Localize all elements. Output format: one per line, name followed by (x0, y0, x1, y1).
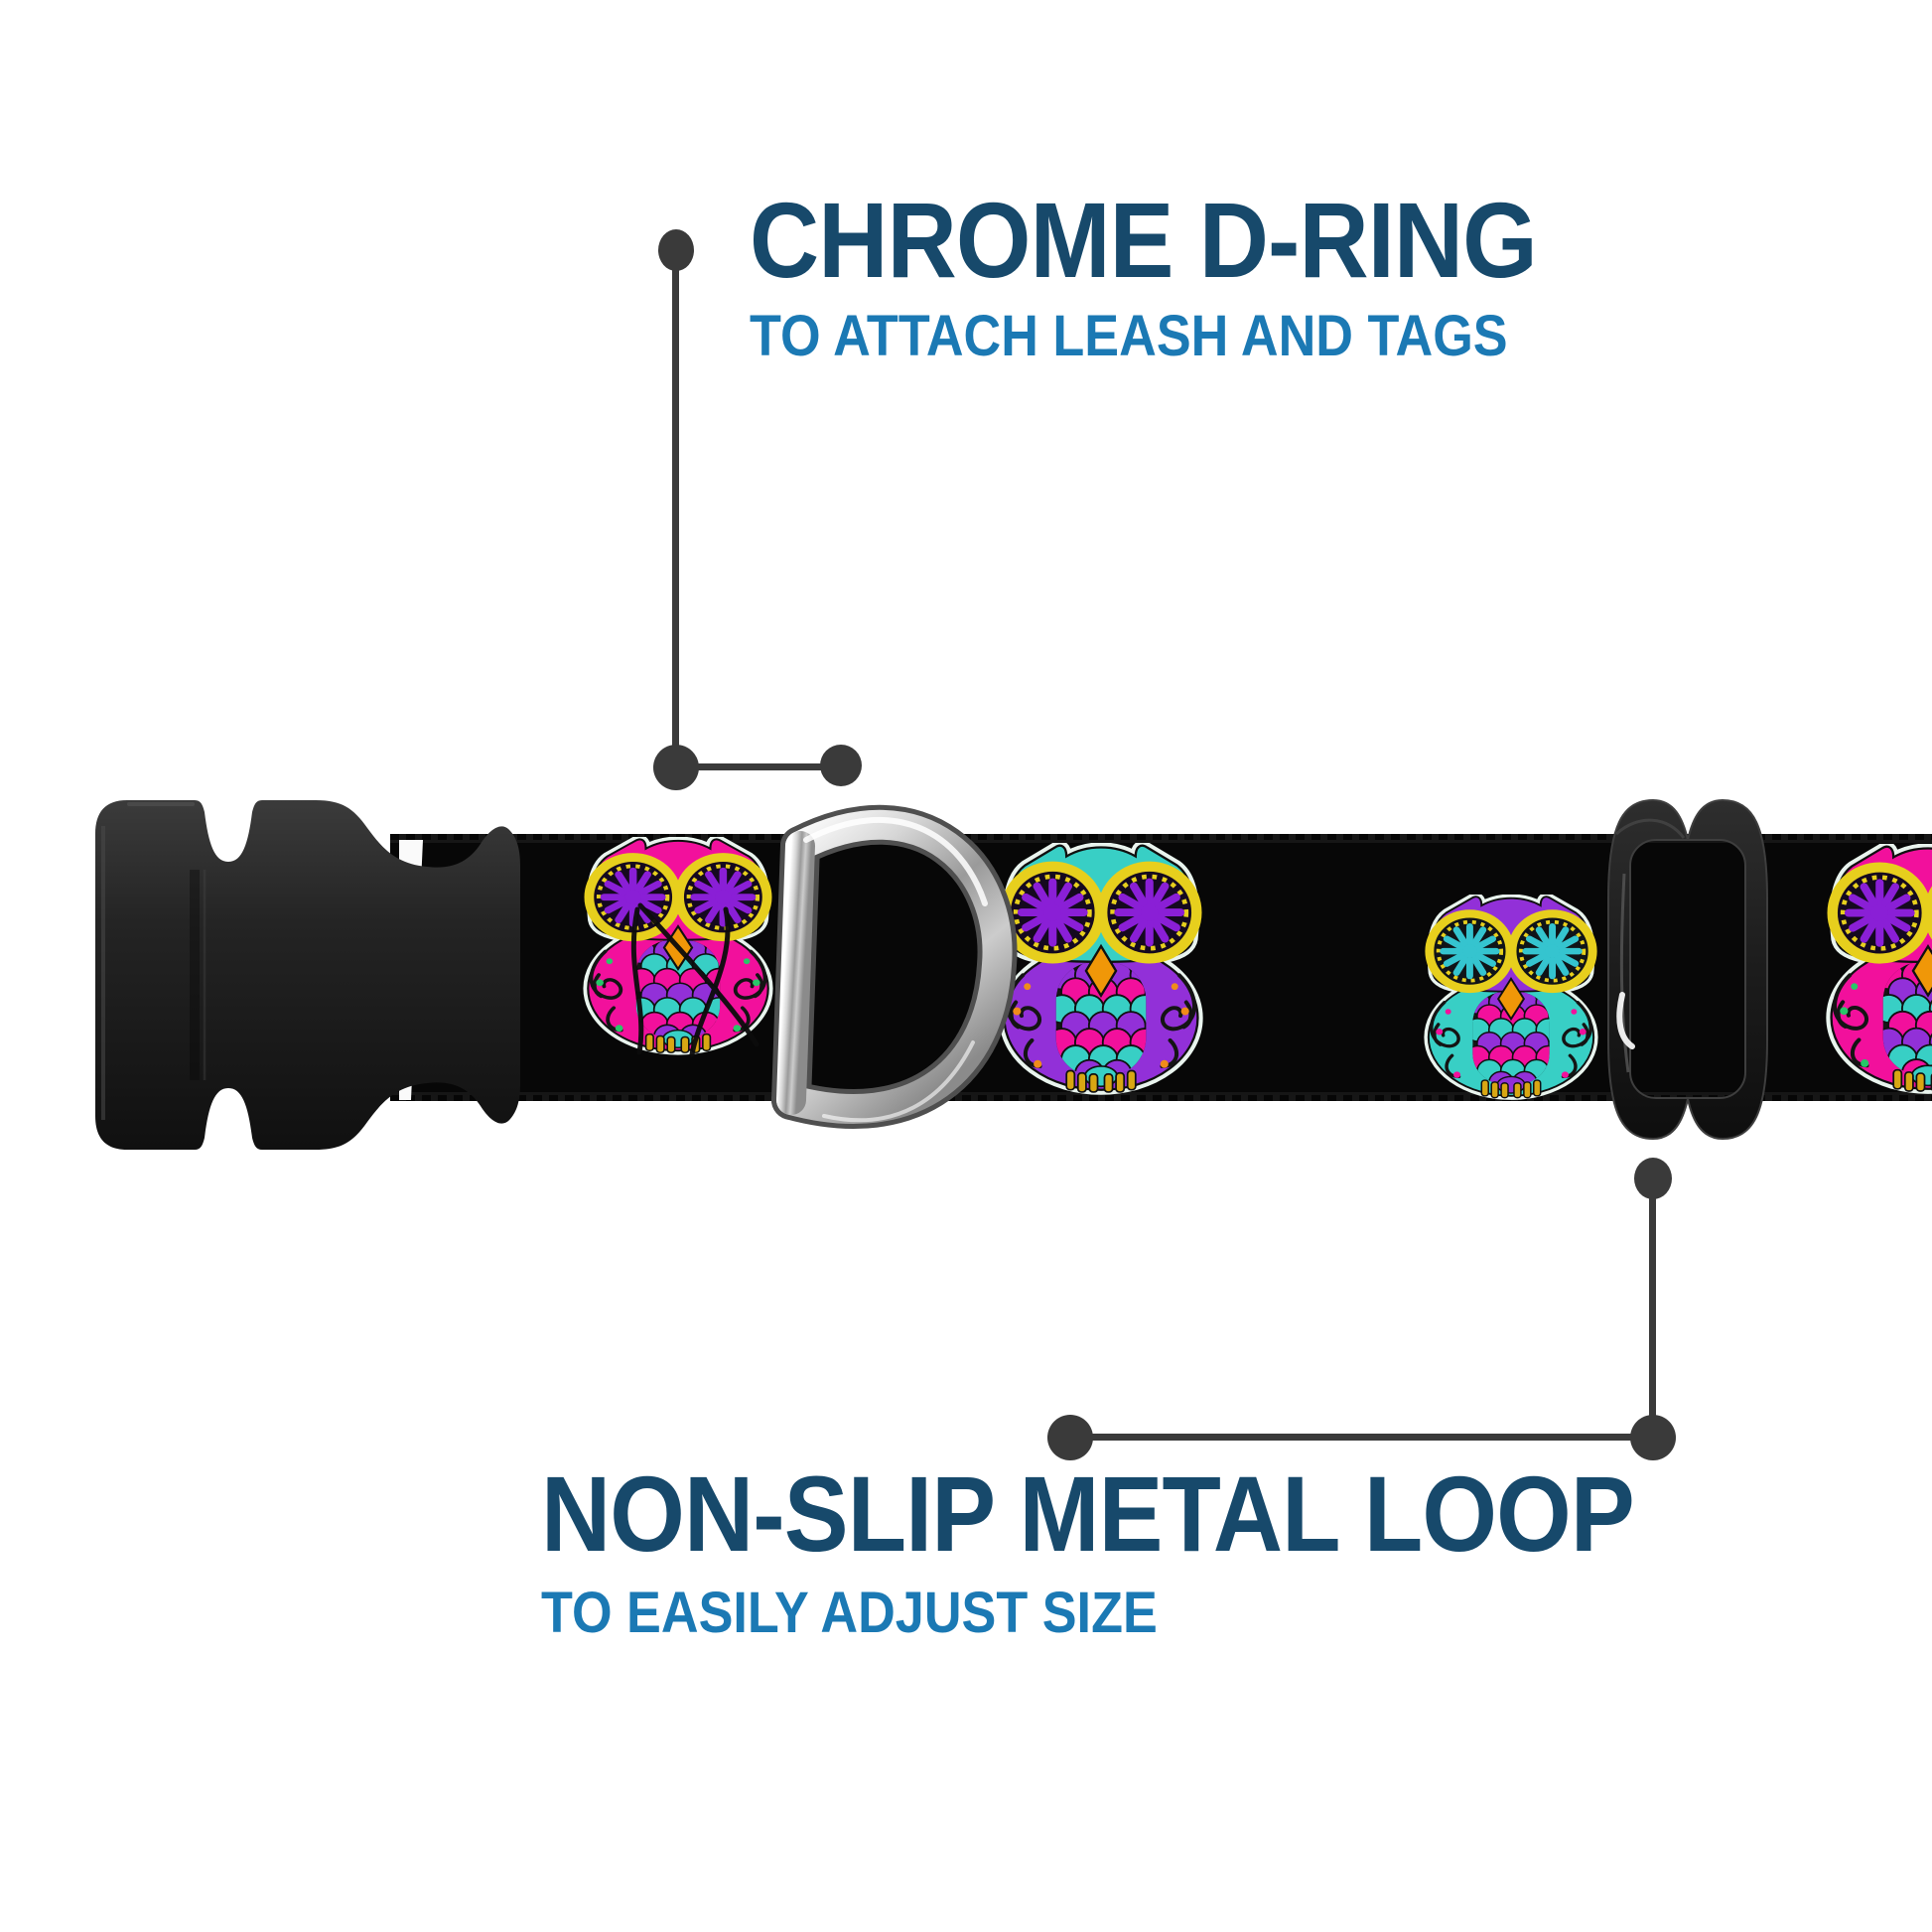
leader-hline-bottom (1070, 1434, 1653, 1441)
dring-title: CHROME D-RING (750, 187, 1624, 294)
dring-subtitle-text: TO ATTACH LEASH AND TAGS (750, 304, 1508, 368)
thread-artifact (630, 902, 759, 1057)
leader-dot-bottom-end (1047, 1415, 1093, 1460)
collar-photo (95, 798, 1932, 1150)
leader-hline-top (676, 763, 841, 770)
owl-print-3 (1429, 897, 1593, 1097)
loop-title-text: NON-SLIP METAL LOOP (541, 1453, 1635, 1574)
side-release-buckle (95, 800, 520, 1150)
leader-vline-top (672, 250, 679, 767)
owl-print-2 (1005, 846, 1198, 1092)
dring-title-text: CHROME D-RING (750, 180, 1538, 300)
chrome-d-ring (771, 804, 1018, 1129)
loop-title: NON-SLIP METAL LOOP (541, 1460, 1755, 1568)
loop-subtitle-text: TO EASILY ADJUST SIZE (541, 1581, 1158, 1645)
loop-subtitle: TO EASILY ADJUST SIZE (541, 1585, 1226, 1642)
leader-dot-dring (820, 745, 862, 786)
dring-subtitle: TO ATTACH LEASH AND TAGS (750, 308, 1591, 365)
leader-vline-bottom (1649, 1178, 1656, 1438)
non-slip-slider-loop (1607, 798, 1768, 1141)
